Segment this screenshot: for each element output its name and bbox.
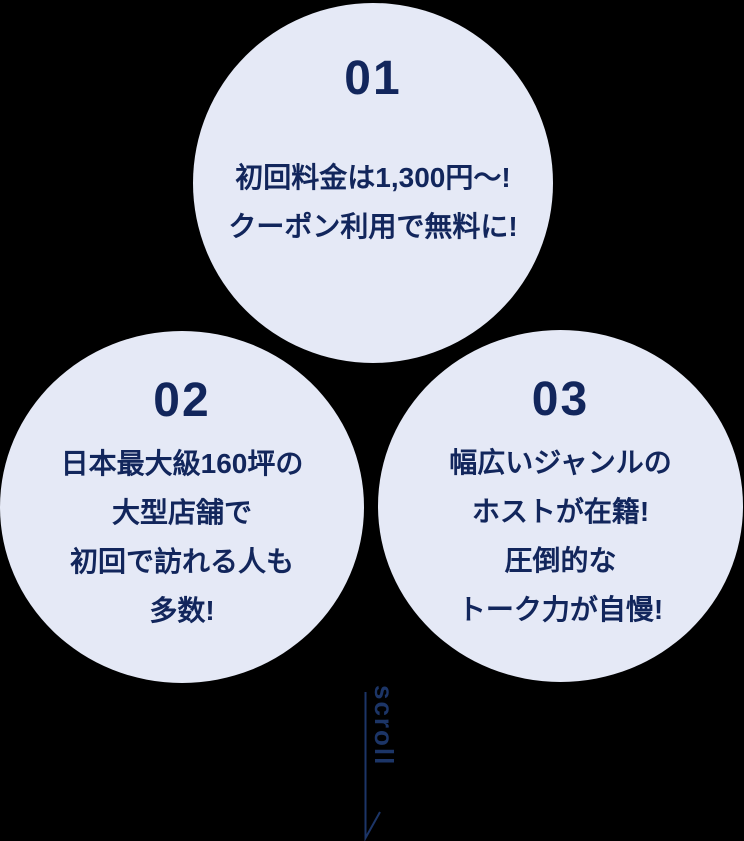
circle-number: 01 (344, 52, 402, 105)
feature-circle-03: 03 幅広いジャンルの ホストが在籍! 圧倒的な トーク力が自慢! (378, 330, 743, 682)
circle-text-line: 多数! (149, 595, 215, 626)
circle-number: 03 (531, 373, 590, 426)
circle-text-line: 幅広いジャンルの (449, 447, 672, 478)
circle-text-line: クーポン利用で無料に! (228, 211, 518, 242)
scroll-indicator[interactable]: scroll (350, 680, 410, 841)
circle-text: 幅広いジャンルの ホストが在籍! 圧倒的な トーク力が自慢! (378, 438, 743, 634)
scroll-down-arrow-icon (364, 692, 381, 841)
circle-text-line: 初回料金は1,300円〜! (235, 162, 511, 193)
circle-text-line: 大型店舗で (111, 497, 252, 528)
circle-text-line: トーク力が自慢! (457, 594, 664, 625)
circle-number: 02 (153, 374, 211, 427)
feature-circle-02: 02 日本最大級160坪の 大型店舗で 初回で訪れる人も 多数! (0, 331, 364, 683)
feature-circle-01: 01 初回料金は1,300円〜! クーポン利用で無料に! (193, 3, 553, 363)
circle-text-line: 初回で訪れる人も (69, 546, 294, 577)
circle-text: 日本最大級160坪の 大型店舗で 初回で訪れる人も 多数! (0, 439, 364, 635)
scroll-label: scroll (369, 685, 399, 767)
circle-text: 初回料金は1,300円〜! クーポン利用で無料に! (193, 153, 553, 251)
circle-text-line: 圧倒的な (504, 545, 617, 576)
circle-text-line: ホストが在籍! (471, 496, 650, 527)
circle-text-line: 日本最大級160坪の (60, 448, 304, 479)
